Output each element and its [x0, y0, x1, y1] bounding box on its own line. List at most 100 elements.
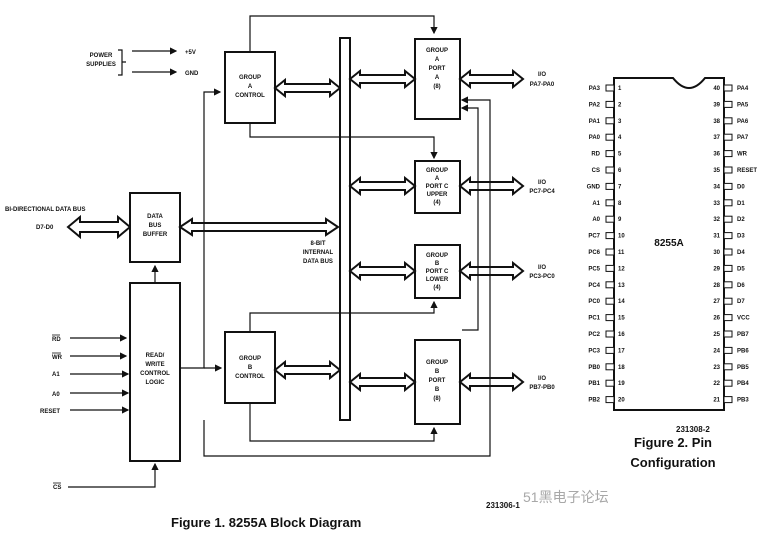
- gac-line-3: CONTROL: [235, 93, 265, 99]
- svg-text:PC7-PC4: PC7-PC4: [529, 189, 555, 195]
- svg-text:B: B: [435, 369, 440, 375]
- gbc-portc-lower-line: [249, 300, 438, 332]
- svg-text:25: 25: [713, 332, 720, 338]
- chip-body: [613, 77, 725, 411]
- svg-text:PA7-PA0: PA7-PA0: [530, 82, 555, 88]
- svg-text:B: B: [435, 387, 440, 393]
- svg-text:A1: A1: [592, 201, 600, 207]
- right-pin-column: PA440PA539PA638PA737WR36RESET35D034D133D…: [713, 84, 757, 404]
- svg-text:A: A: [435, 75, 440, 81]
- svg-text:PC1: PC1: [588, 316, 600, 322]
- svg-text:PORT C: PORT C: [426, 184, 449, 190]
- rw-line-4: LOGIC: [146, 380, 166, 386]
- cs-line: [68, 462, 159, 488]
- svg-text:GROUP: GROUP: [426, 48, 448, 54]
- port-c-lower-block: GROUP B PORT C LOWER (4): [414, 244, 461, 299]
- block-diagram-caption: Figure 1. 8255A Block Diagram: [171, 515, 361, 530]
- svg-text:12: 12: [618, 266, 625, 272]
- svg-text:A: A: [435, 57, 440, 63]
- svg-text:I/O: I/O: [538, 72, 546, 78]
- power-label-2: SUPPLIES: [86, 62, 116, 68]
- svg-text:PB7: PB7: [737, 332, 749, 338]
- svg-text:RESET: RESET: [40, 409, 60, 415]
- bus-pcu-arrow: [348, 175, 417, 197]
- svg-text:4: 4: [618, 135, 622, 141]
- pin-config-caption-1: Figure 2. Pin: [634, 435, 712, 450]
- svg-text:PB1: PB1: [588, 381, 600, 387]
- svg-text:28: 28: [713, 283, 720, 289]
- svg-text:PA7: PA7: [737, 135, 749, 141]
- vcc-label: +5V: [185, 50, 196, 56]
- ib-line-3: DATA BUS: [303, 259, 333, 265]
- dbb-internal-arrow: [178, 217, 340, 237]
- svg-text:39: 39: [713, 102, 720, 108]
- svg-text:GROUP: GROUP: [426, 253, 448, 259]
- svg-text:PORT: PORT: [429, 66, 446, 72]
- port-a-block: GROUP A PORT A (8): [414, 38, 461, 120]
- a1-input: A1: [52, 370, 130, 378]
- gac-line-1: GROUP: [239, 75, 261, 81]
- ib-line-2: INTERNAL: [303, 250, 334, 256]
- pcu-lower-line: [462, 205, 479, 331]
- svg-text:36: 36: [713, 152, 720, 158]
- rw-line-2: WRITE: [145, 362, 164, 368]
- svg-text:7: 7: [618, 184, 622, 190]
- pcl-feedback-line: [460, 96, 491, 289]
- svg-text:PC3-PC0: PC3-PC0: [529, 274, 555, 280]
- svg-text:14: 14: [618, 299, 625, 305]
- gbc-line-2: B: [248, 365, 253, 371]
- group-b-control-block: [224, 331, 276, 404]
- port-b-block: GROUP B PORT B (8): [414, 339, 461, 425]
- reset-input: RESET: [40, 406, 130, 415]
- pin-left-8: A1 8: [592, 199, 622, 207]
- svg-text:I/O: I/O: [538, 376, 546, 382]
- pcu-feedback-line: [460, 104, 479, 205]
- svg-text:17: 17: [618, 348, 625, 354]
- dbb-line-2: BUS: [149, 223, 162, 229]
- svg-text:GROUP: GROUP: [426, 168, 448, 174]
- svg-text:RD: RD: [591, 152, 600, 158]
- io-label-pa: I/O PA7-PA0: [530, 72, 555, 88]
- rw-line-1: READ/: [146, 353, 165, 359]
- svg-text:RESET: RESET: [737, 168, 757, 174]
- svg-text:A: A: [435, 176, 440, 182]
- svg-text:CS: CS: [592, 168, 600, 174]
- svg-text:32: 32: [713, 217, 720, 223]
- svg-text:A1: A1: [52, 372, 60, 378]
- svg-text:PORT C: PORT C: [426, 269, 449, 275]
- svg-text:PA3: PA3: [589, 86, 601, 92]
- pin-left-3: PA1 3: [589, 117, 622, 125]
- svg-text:I/O: I/O: [538, 265, 546, 271]
- svg-text:3: 3: [618, 119, 622, 125]
- bus-pcl-arrow: [348, 260, 417, 282]
- svg-text:PA4: PA4: [737, 86, 749, 92]
- data-bus-pins: D7-D0: [36, 225, 54, 231]
- svg-text:(4): (4): [433, 285, 440, 291]
- svg-text:LOWER: LOWER: [426, 277, 449, 283]
- svg-text:11: 11: [618, 250, 625, 256]
- svg-text:20: 20: [618, 398, 625, 404]
- io-label-pcu: I/O PC7-PC4: [529, 180, 555, 195]
- pin-config-ref: 231308-2: [676, 425, 710, 434]
- svg-text:24: 24: [713, 348, 720, 354]
- svg-text:WR: WR: [737, 152, 748, 158]
- svg-text:8: 8: [618, 201, 622, 207]
- svg-text:26: 26: [713, 316, 720, 322]
- svg-text:D5: D5: [737, 266, 745, 272]
- svg-text:PA1: PA1: [589, 119, 601, 125]
- rd-input: RD: [52, 334, 128, 343]
